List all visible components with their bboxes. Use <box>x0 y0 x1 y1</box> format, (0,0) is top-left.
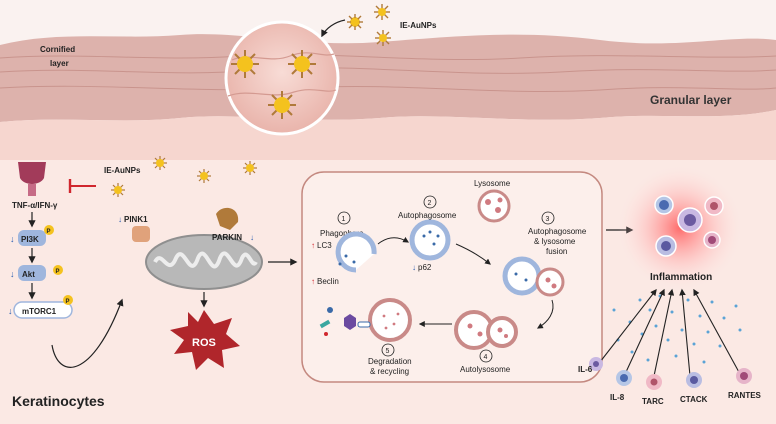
left-nanoparticles <box>111 156 257 197</box>
keratinocytes-label: Keratinocytes <box>12 393 105 409</box>
svg-text:P: P <box>66 299 70 305</box>
cytokine-cells <box>589 357 752 390</box>
autophagosome <box>409 219 451 261</box>
particle-arrow <box>321 19 346 38</box>
mitochondrion <box>145 234 263 290</box>
pi3k-node <box>18 230 46 246</box>
phagophore <box>335 231 377 273</box>
lysosome <box>477 189 511 223</box>
degradation-label-2: & recycling <box>370 367 409 376</box>
ros-burst <box>170 310 240 370</box>
il8-label: IL-8 <box>610 393 625 402</box>
p62-label: p62 <box>418 263 432 272</box>
rantes-label: RANTES <box>728 391 762 400</box>
ros-label: ROS <box>192 337 216 349</box>
cornified-label: Cornified <box>40 45 75 54</box>
il6-label: IL-6 <box>578 365 593 374</box>
particles-label-top: IE-AuNPs <box>400 21 437 30</box>
svg-text:3: 3 <box>546 216 550 223</box>
svg-text:↑: ↑ <box>311 241 315 250</box>
akt-node <box>18 265 46 281</box>
mtorc1-node <box>13 301 73 319</box>
svg-text:↓: ↓ <box>250 233 254 242</box>
svg-text:4: 4 <box>484 354 488 361</box>
ctack-label: CTACK <box>680 395 708 404</box>
svg-text:1: 1 <box>342 216 346 223</box>
mtorc1-label: mTORC1 <box>22 307 57 316</box>
immune-cells <box>654 195 724 257</box>
zoom-nanoparticles <box>231 50 316 119</box>
fusion-label-2: & lysosome <box>534 237 576 246</box>
svg-text:P: P <box>47 229 51 235</box>
lysosome-label: Lysosome <box>474 179 511 188</box>
pi3k-label: PI3K <box>21 235 39 244</box>
receptor <box>18 162 46 196</box>
fusion-label-3: fusion <box>546 247 567 256</box>
svg-text:2: 2 <box>428 200 432 207</box>
beclin-label: Beclin <box>317 277 339 286</box>
parkin-label: PARKIN <box>212 233 242 242</box>
curved-arrow <box>51 298 124 368</box>
akt-down: ↓ <box>10 269 15 279</box>
particles-label-left: IE-AuNPs <box>104 166 141 175</box>
cytokine-arrows <box>599 288 741 377</box>
granular-layer <box>0 110 776 160</box>
zoom-circle <box>224 20 340 136</box>
granular-label: Granular layer <box>650 93 732 107</box>
svg-text:5: 5 <box>386 348 390 355</box>
top-nanoparticles <box>347 4 391 46</box>
pi3k-down: ↓ <box>10 234 15 244</box>
cornified-layer <box>0 34 776 123</box>
fusion-vesicle <box>502 256 565 297</box>
inflammation-title: Inflammation <box>650 272 712 283</box>
autolysosome-label: Autolysosome <box>460 365 511 374</box>
svg-text:↓: ↓ <box>118 215 122 224</box>
fusion-label-1: Autophagosome <box>528 227 587 236</box>
cytokine-particles <box>612 294 742 364</box>
mtorc1-down: ↓ <box>8 306 13 316</box>
degradation-label-1: Degradation <box>368 357 412 366</box>
svg-text:↓: ↓ <box>412 263 416 272</box>
cytokine-label: TNF-α/IFN-γ <box>12 201 58 210</box>
pink1-label: PINK1 <box>124 215 148 224</box>
degradation-vesicle <box>368 298 412 342</box>
svg-text:↑: ↑ <box>311 277 315 286</box>
pink1-protein <box>132 226 150 242</box>
tarc-label: TARC <box>642 397 664 406</box>
recycled-molecules <box>319 307 371 336</box>
autolysosome <box>454 310 518 350</box>
akt-label: Akt <box>22 270 35 279</box>
svg-text:P: P <box>56 269 60 275</box>
phagophore-label: Phagophore <box>320 229 364 238</box>
cornified-label-2: layer <box>50 59 69 68</box>
autophagosome-label: Autophagosome <box>398 211 457 220</box>
lc3-label: LC3 <box>317 241 332 250</box>
parkin-protein <box>216 207 239 230</box>
